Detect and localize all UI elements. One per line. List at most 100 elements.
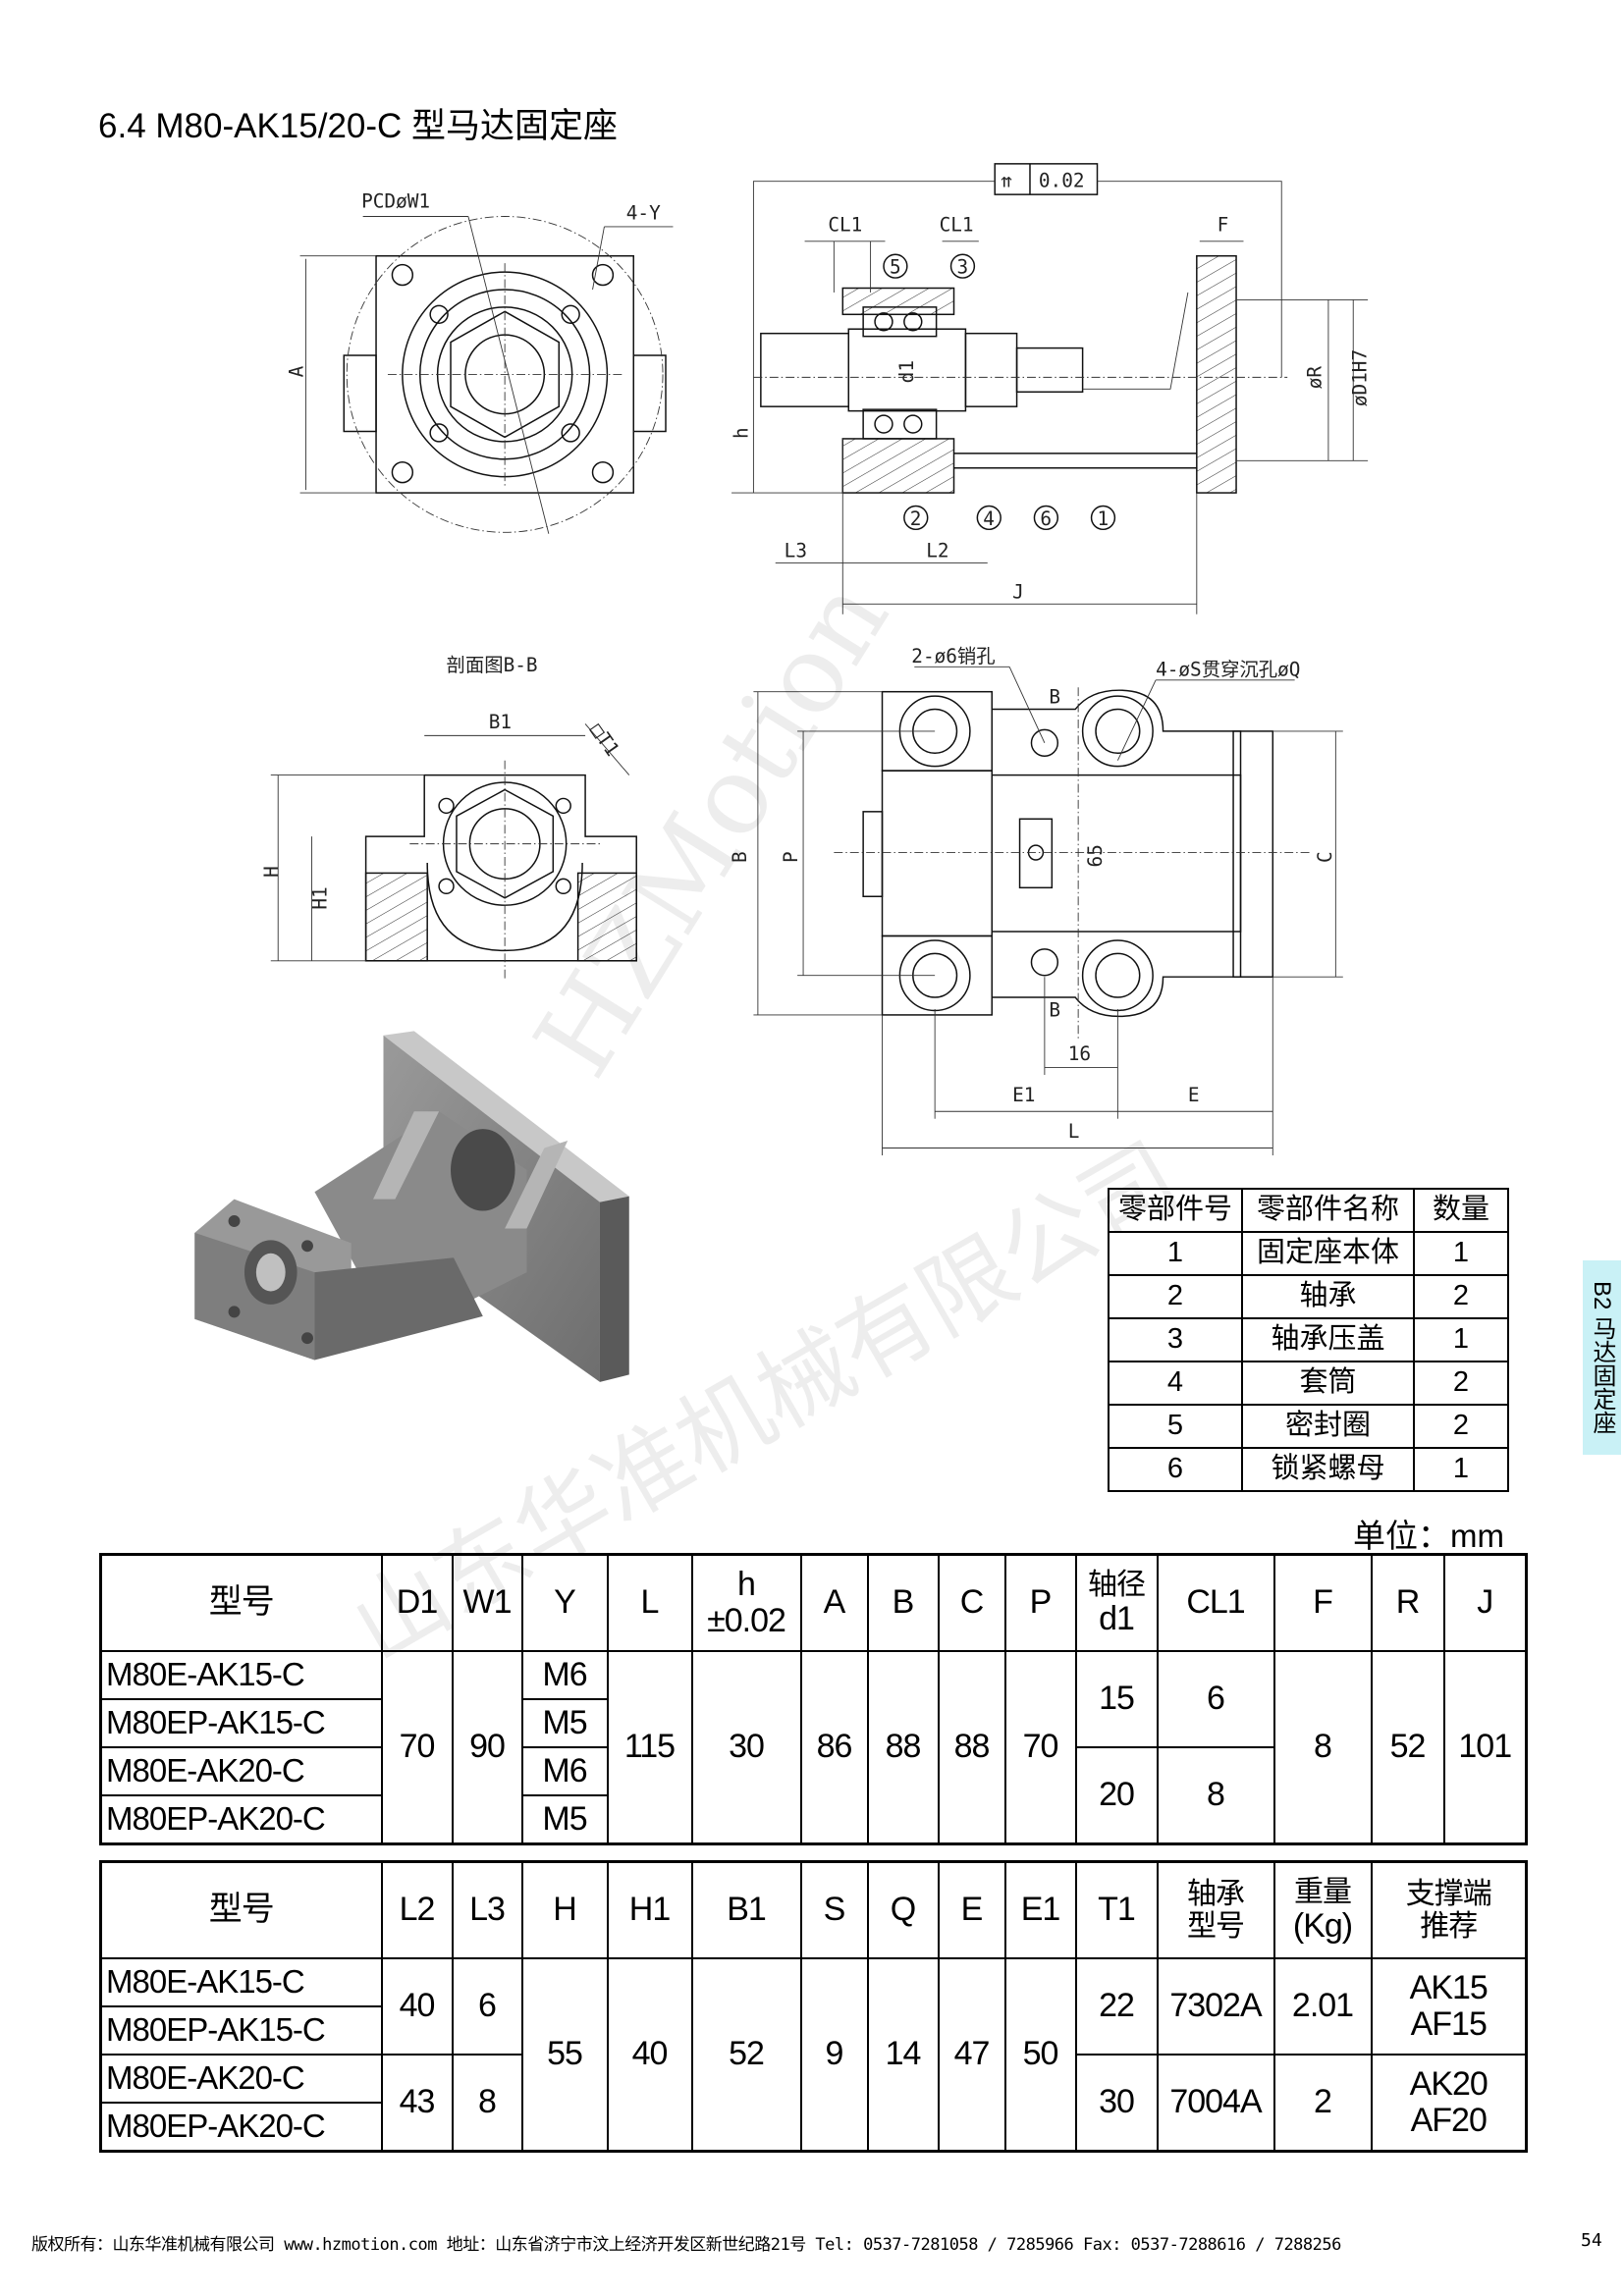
shaft-d1-value: 15 — [1074, 1650, 1159, 1748]
part-name: 密封圈 — [1241, 1404, 1415, 1449]
header-support-1: 支撑端 — [1405, 1878, 1492, 1910]
header-bearing: 轴承型号 — [1156, 1860, 1275, 1959]
dim-a-label: A — [286, 365, 308, 377]
part-qty: 1 — [1413, 1231, 1509, 1276]
parts-header-row: 零部件号 零部件名称 数量 — [1108, 1188, 1509, 1233]
header-row: 型号 L2 L3 H H1 B1 S Q E E1 T1 轴承型号 重量(Kg)… — [99, 1860, 1528, 1959]
header-e: E — [937, 1860, 1006, 1959]
e1-value: 50 — [1003, 1957, 1077, 2153]
part-no: 2 — [1108, 1274, 1243, 1319]
spec-table-2: 型号 L2 L3 H H1 B1 S Q E E1 T1 轴承型号 重量(Kg)… — [99, 1860, 1528, 2153]
header-shaft: 轴径 — [1088, 1568, 1146, 1601]
f-label: F — [1218, 213, 1229, 236]
section-mark-top: B — [1049, 686, 1060, 709]
part-no: 6 — [1108, 1447, 1243, 1492]
table-row: M80EP-AK20-C M5 — [99, 1794, 1527, 1845]
model-cell: M80EP-AK20-C — [99, 2102, 383, 2153]
weight-value: 2 — [1272, 2054, 1373, 2153]
unit-label: 单位：mm — [1353, 1518, 1504, 1554]
header-b1: B1 — [690, 1860, 802, 1959]
hh-label: H — [260, 866, 283, 878]
header-s: S — [799, 1860, 869, 1959]
header-a: A — [799, 1553, 869, 1652]
header-weight-2: (Kg) — [1292, 1906, 1353, 1945]
3d-render-image — [194, 1031, 629, 1382]
part-name: 锁紧螺母 — [1241, 1447, 1415, 1492]
header-model: 型号 — [99, 1860, 383, 1959]
table-row: M80EP-AK15-C — [99, 2005, 1527, 2056]
y-value: M5 — [520, 1794, 609, 1845]
b-dim-label: B — [729, 851, 751, 863]
h1-value: 40 — [606, 1957, 693, 2153]
four-y-label: 4-Y — [626, 201, 661, 224]
header-q: Q — [866, 1860, 940, 1959]
cl1-label-right: CL1 — [940, 213, 974, 236]
l3-value: 6 — [451, 1957, 523, 2056]
header-l: L — [606, 1553, 693, 1652]
part-name: 固定座本体 — [1241, 1231, 1415, 1276]
balloon: 1 — [1098, 507, 1110, 530]
thru-hole-label: 4-øS贯穿沉孔øQ — [1156, 658, 1300, 680]
header-l3: L3 — [451, 1860, 523, 1959]
balloon: 3 — [956, 256, 968, 279]
side-section-view: ⇈ 0.02 CL1 CL1 F h d1 — [730, 163, 1372, 614]
table-row: M80EP-AK20-C — [99, 2102, 1527, 2153]
l2-value: 43 — [380, 2054, 454, 2153]
model-cell: M80E-AK15-C — [99, 1957, 383, 2007]
part-qty: 2 — [1413, 1274, 1509, 1319]
header-part-name: 零部件名称 — [1241, 1188, 1415, 1233]
front-view: PCDøW1 4-Y A — [286, 190, 674, 534]
header-t1: T1 — [1074, 1860, 1159, 1959]
model-cell: M80EP-AK15-C — [99, 1698, 383, 1748]
balloon: 2 — [910, 507, 922, 530]
header-l2: L2 — [380, 1860, 454, 1959]
header-model: 型号 — [99, 1553, 383, 1652]
part-qty: 1 — [1413, 1447, 1509, 1492]
pin-hole-label: 2-ø6销孔 — [911, 645, 995, 667]
header-h1: H1 — [606, 1860, 693, 1959]
part-qty: 1 — [1413, 1317, 1509, 1362]
r-value: 52 — [1370, 1650, 1445, 1845]
part-balloons: 5 3 2 4 6 1 — [883, 253, 1116, 531]
b-value: 88 — [866, 1650, 940, 1845]
support-ak: AK20 — [1409, 2064, 1489, 2103]
l-value: 115 — [606, 1650, 693, 1845]
header-w1: W1 — [451, 1553, 523, 1652]
header-f: F — [1272, 1553, 1373, 1652]
section-side-tab[interactable]: B2 马达固定座 — [1583, 1260, 1621, 1455]
part-no: 1 — [1108, 1231, 1243, 1276]
t1-label: □T1 — [586, 720, 624, 761]
t1-value: 30 — [1074, 2054, 1159, 2153]
header-y: Y — [520, 1553, 609, 1652]
part-no: 5 — [1108, 1404, 1243, 1449]
header-h: h±0.02 — [690, 1553, 802, 1652]
a-value: 86 — [799, 1650, 869, 1845]
dim-16-label: 16 — [1068, 1042, 1091, 1065]
s-value: 9 — [799, 1957, 869, 2153]
cl1-value: 6 — [1156, 1650, 1275, 1748]
header-shaft-sym: d1 — [1099, 1599, 1135, 1637]
header-p: P — [1003, 1553, 1077, 1652]
header-h: H — [520, 1860, 609, 1959]
tolerance-value: 0.02 — [1039, 170, 1085, 192]
l2-value: 40 — [380, 1957, 454, 2056]
table-row: M80EP-AK15-C M5 — [99, 1698, 1527, 1748]
header-weight: 重量(Kg) — [1272, 1860, 1373, 1959]
model-cell: M80E-AK15-C — [99, 1650, 383, 1700]
part-no: 3 — [1108, 1317, 1243, 1362]
header-r: R — [1370, 1553, 1445, 1652]
cl1-label-left: CL1 — [828, 213, 862, 236]
support-ak: AK15 — [1409, 1968, 1489, 2006]
d1-value: 70 — [380, 1650, 454, 1845]
e-value: 47 — [937, 1957, 1006, 2153]
j-label: J — [1012, 580, 1024, 603]
model-cell: M80E-AK20-C — [99, 2054, 383, 2104]
